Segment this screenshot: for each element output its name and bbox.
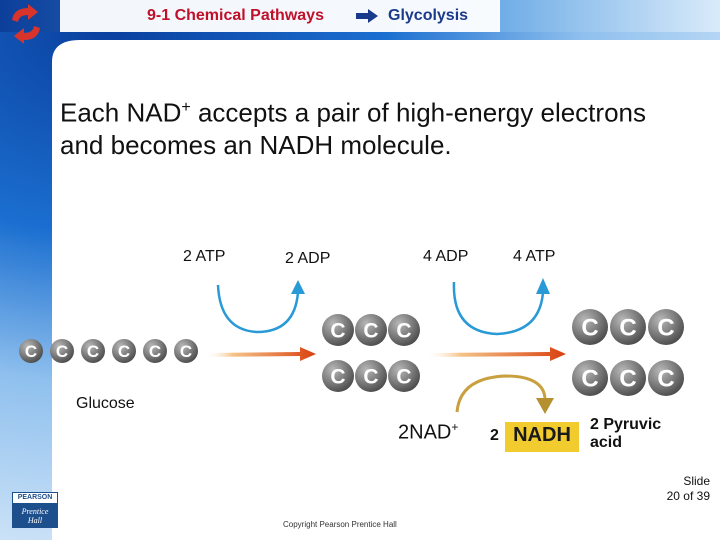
nad-superscript: + — [451, 420, 458, 434]
g3p-carbon-bottom-symbol: C — [330, 366, 345, 389]
g3p-carbon-top-symbol: C — [396, 320, 411, 343]
label-4-adp: 4 ADP — [423, 248, 468, 266]
label-glucose: Glucose — [76, 395, 135, 413]
pyruvic-line2: acid — [590, 434, 622, 451]
publisher-logo-bottom: Prentice Hall — [14, 507, 56, 525]
pyruvate-carbon-top-symbol: C — [657, 315, 674, 342]
atp-arrowhead-1 — [291, 280, 305, 294]
atp-cycle-arrow-1 — [218, 285, 298, 332]
atp-cycle-arrow-2 — [454, 282, 543, 334]
label-2nad: 2NAD+ — [398, 420, 458, 445]
pyruvate-carbon-top-symbol: C — [619, 315, 636, 342]
nad-text: 2NAD — [398, 422, 451, 444]
pyruvic-line1: 2 Pyruvic — [590, 416, 661, 433]
slide-count: 20 of 39 — [667, 489, 710, 503]
process-arrow-1 — [205, 347, 316, 361]
glucose-carbon-symbol: C — [149, 342, 161, 361]
label-2-adp: 2 ADP — [285, 250, 330, 268]
process-arrow-2 — [425, 347, 566, 361]
g3p-carbon-top-symbol: C — [363, 320, 378, 343]
logo-word-1: Prentice — [22, 507, 49, 516]
logo-word-2: Hall — [28, 516, 42, 525]
g3p-carbon-bottom-symbol: C — [396, 366, 411, 389]
nad-arrowhead — [536, 398, 554, 414]
label-nadh: NADH — [505, 424, 579, 447]
nad-reduction-arrow — [457, 376, 545, 412]
pyruvate-carbon-top-symbol: C — [581, 315, 598, 342]
copyright-text: Copyright Pearson Prentice Hall — [283, 520, 397, 529]
label-2-atp: 2 ATP — [183, 248, 225, 266]
pyruvate-carbon-bottom-symbol: C — [619, 366, 636, 393]
slide-number: Slide 20 of 39 — [620, 474, 710, 504]
glucose-carbon-symbol: C — [56, 342, 68, 361]
slide-label: Slide — [683, 474, 710, 488]
g3p-carbon-top-symbol: C — [330, 320, 345, 343]
g3p-carbon-bottom-symbol: C — [363, 366, 378, 389]
pyruvate-carbon-bottom-symbol: C — [581, 366, 598, 393]
publisher-logo-top: PEARSON — [12, 492, 58, 504]
glucose-carbon-symbol: C — [118, 342, 130, 361]
pyruvate-carbon-bottom-symbol: C — [657, 366, 674, 393]
label-pyruvic-acid: 2 Pyruvic acid — [590, 416, 661, 452]
glucose-carbon-symbol: C — [25, 342, 37, 361]
label-4-atp: 4 ATP — [513, 248, 555, 266]
label-nadh-count: 2 — [490, 427, 499, 445]
glucose-carbon-symbol: C — [180, 342, 192, 361]
glucose-carbon-symbol: C — [87, 342, 99, 361]
atp-arrowhead-2 — [536, 278, 550, 294]
